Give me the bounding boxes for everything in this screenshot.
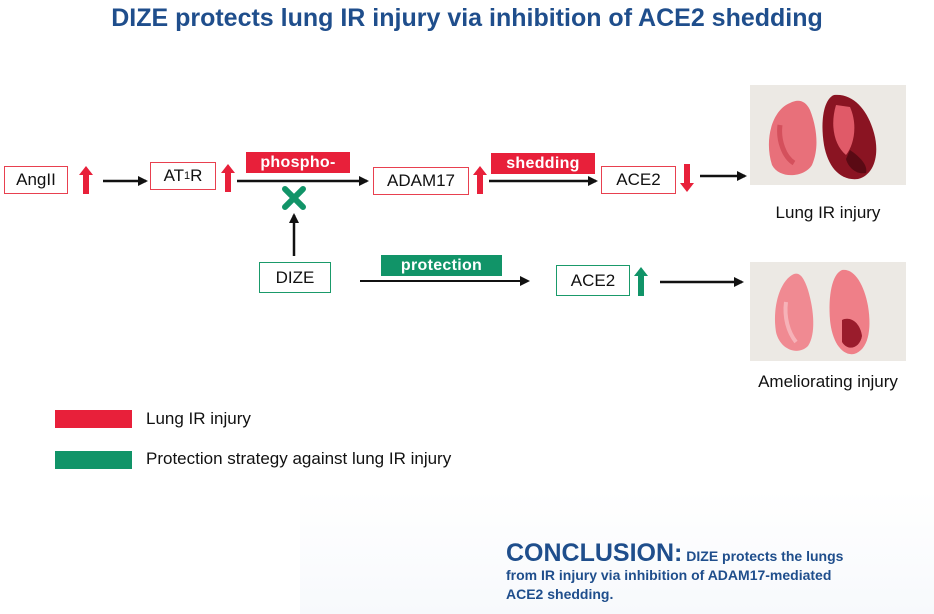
node-dize: DIZE <box>259 262 331 293</box>
tag-protection: protection <box>381 255 502 276</box>
legend-swatch-red <box>55 410 132 428</box>
node-angii: AngII <box>4 166 68 194</box>
conclusion-line-2: from IR injury via inhibition of ADAM17-… <box>506 567 832 583</box>
conclusion-background <box>300 490 934 614</box>
caption-lung-ir-injury: Lung IR injury <box>775 203 881 222</box>
node-adam17: ADAM17 <box>373 167 469 195</box>
inhibition-x-icon <box>282 186 306 210</box>
legend-label-protection: Protection strategy against lung IR inju… <box>146 449 452 468</box>
caption-ameliorating-injury: Ameliorating injury <box>758 372 898 391</box>
tag-phospho: phospho- <box>246 152 350 173</box>
lung-injury-photo <box>750 85 906 185</box>
up-arrow-icon-adam17 <box>473 166 487 194</box>
legend-swatch-green <box>55 451 132 469</box>
up-arrow-icon-ace2-bottom <box>634 267 648 296</box>
node-ace2-top: ACE2 <box>601 166 676 194</box>
legend-label-injury: Lung IR injury <box>146 409 251 428</box>
conclusion-line-3: ACE2 shedding. <box>506 586 614 602</box>
conclusion-text: CONCLUSION: DIZE protects the lungs from… <box>506 541 926 604</box>
up-arrow-icon-at1r <box>221 164 235 192</box>
down-arrow-icon-ace2 <box>680 164 694 192</box>
conclusion-line-1: DIZE protects the lungs <box>682 548 844 564</box>
page-title: DIZE protects lung IR injury via inhibit… <box>111 4 823 32</box>
up-arrow-icon-angii <box>79 166 93 194</box>
lung-healthy-image <box>750 262 906 361</box>
lung-ameliorated-photo <box>750 262 906 361</box>
tag-shedding: shedding <box>491 153 595 174</box>
node-ace2-bottom: ACE2 <box>556 265 630 296</box>
lung-injured-image <box>750 85 906 185</box>
conclusion-heading: CONCLUSION: <box>506 539 683 567</box>
